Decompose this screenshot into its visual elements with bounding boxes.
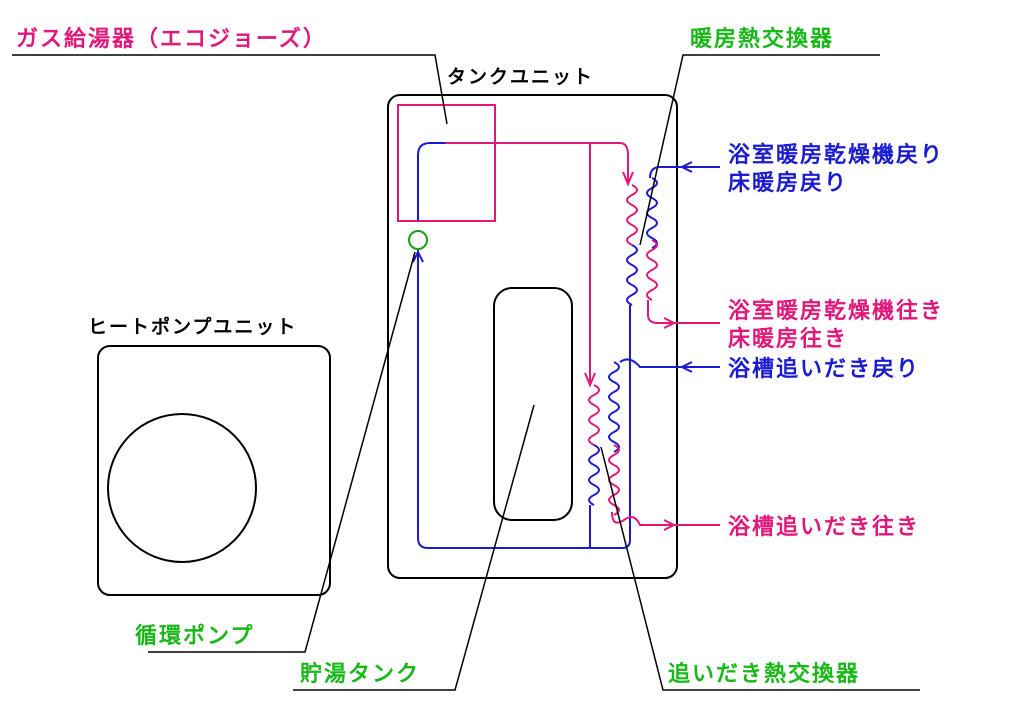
- heat-pump-unit-outline: [97, 345, 331, 596]
- arrow-in-2: [679, 361, 693, 373]
- hot-pipe-supply: [445, 142, 629, 382]
- flow-arrow-heating: [622, 171, 634, 187]
- label-heating-heat-exchanger: 暖房熱交換器: [690, 27, 835, 52]
- label-heat-pump-unit: ヒートポンプユニット: [88, 316, 298, 338]
- heating-coil-outer-cold: [646, 177, 658, 249]
- gas-water-heater-box: [397, 104, 496, 222]
- label-bathroom-dryer-supply: 浴室暖房乾燥機往き: [728, 299, 945, 324]
- pipe-bath-reheat-supply: [611, 511, 720, 526]
- flow-arrow-reheat: [584, 372, 596, 388]
- heat-pump-fan: [107, 413, 257, 563]
- arrow-in-1: [679, 161, 693, 173]
- hot-water-tank: [493, 287, 573, 521]
- cold-pipe-main-loop: [417, 142, 631, 549]
- pipe-bathroom-dryer-return: [649, 166, 720, 179]
- circulation-pump-symbol: [408, 230, 428, 250]
- arrow-out-2: [663, 519, 677, 531]
- label-floor-heating-supply: 床暖房往き: [728, 327, 849, 352]
- leader-reheat-heat-exchanger: [600, 446, 920, 691]
- pipe-bathroom-dryer-supply: [647, 300, 720, 324]
- heating-coil-inner-cold: [626, 244, 638, 306]
- pipe-bath-reheat-return: [619, 358, 720, 368]
- leader-circulation-pump: [148, 251, 416, 653]
- tank-unit-outline: [387, 94, 678, 579]
- label-bathroom-dryer-return: 浴室暖房乾燥機戻り: [728, 143, 945, 168]
- label-tank-unit: タンクユニット: [447, 66, 595, 88]
- label-bath-reheat-return: 浴槽追いだき戻り: [728, 357, 921, 382]
- reheat-coil-inner-hot: [588, 384, 600, 446]
- reheat-coil-outer-hot: [608, 444, 620, 516]
- arrow-out-1: [663, 317, 677, 329]
- label-floor-heating-return: 床暖房戻り: [728, 171, 849, 196]
- flow-arrow-pump: [412, 249, 424, 263]
- label-bath-reheat-supply: 浴槽追いだき往き: [728, 515, 921, 540]
- heating-coil-outer-hot: [646, 239, 658, 301]
- leader-gas-water-heater: [12, 54, 448, 125]
- leader-hot-water-tank: [293, 404, 535, 691]
- heating-coil-inner-hot: [626, 184, 638, 246]
- reheat-coil-outer-cold: [608, 361, 620, 453]
- label-reheat-heat-exchanger: 追いだき熱交換器: [668, 662, 861, 687]
- label-gas-water-heater: ガス給湯器（エコジョーズ）: [16, 27, 327, 52]
- label-circulation-pump: 循環ポンプ: [135, 624, 255, 649]
- leader-heating-heat-exchanger: [639, 54, 880, 246]
- label-hot-water-tank: 貯湯タンク: [300, 662, 421, 687]
- reheat-coil-inner-cold: [588, 444, 600, 506]
